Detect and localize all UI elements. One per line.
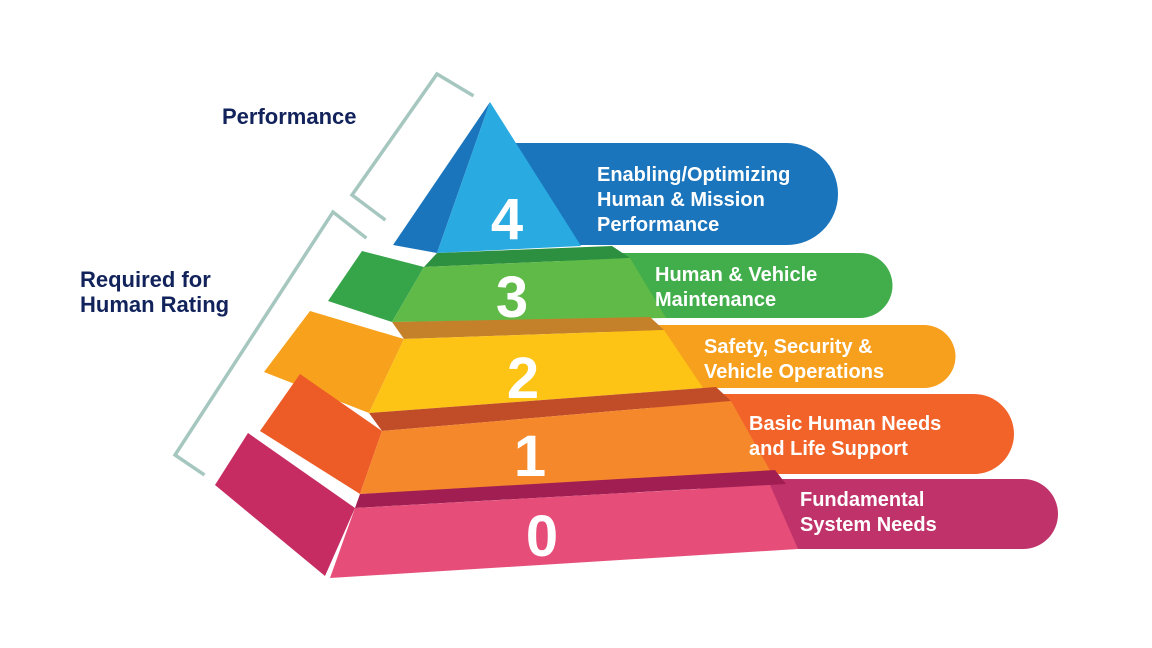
required-annotation-line-2: Human Rating bbox=[80, 292, 229, 317]
level-2-band bbox=[608, 325, 956, 388]
performance-annotation-label: Performance bbox=[222, 104, 357, 129]
level-0-top-strip bbox=[355, 470, 786, 508]
level-2-top-strip bbox=[392, 317, 664, 339]
required-annotation-line-1: Required for bbox=[80, 267, 211, 292]
level-4-left-face bbox=[393, 102, 490, 253]
level-2: 2 Safety, Security & Vehicle Operations bbox=[264, 311, 956, 413]
level-0-front-face bbox=[330, 485, 798, 578]
level-1-top-strip bbox=[369, 387, 731, 431]
level-0: 0 Fundamental System Needs bbox=[215, 433, 1058, 578]
level-1: 1 Basic Human Needs and Life Support bbox=[260, 374, 1014, 494]
performance-bracket bbox=[349, 71, 475, 222]
level-1-label-line-1: Basic Human Needs bbox=[749, 413, 941, 435]
human-rating-bracket bbox=[172, 209, 368, 477]
level-3: 3 Human & Vehicle Maintenance bbox=[328, 246, 893, 330]
level-4-band bbox=[516, 143, 838, 245]
level-2-front-face bbox=[369, 330, 703, 413]
level-1-number: 1 bbox=[514, 424, 546, 489]
level-1-front-face bbox=[360, 401, 772, 494]
level-0-number: 0 bbox=[526, 504, 558, 569]
level-3-label-line-2: Maintenance bbox=[655, 289, 776, 311]
level-4-number: 4 bbox=[491, 187, 523, 252]
level-2-label-line-2: Vehicle Operations bbox=[704, 361, 884, 383]
level-1-left-face bbox=[260, 374, 382, 494]
level-2-number: 2 bbox=[507, 346, 539, 411]
level-3-front-face bbox=[392, 258, 666, 322]
level-3-number: 3 bbox=[496, 265, 528, 330]
level-2-left-face bbox=[264, 311, 404, 413]
level-1-label-line-2: and Life Support bbox=[749, 438, 908, 460]
level-3-left-face bbox=[328, 251, 424, 322]
level-3-top-strip bbox=[424, 246, 630, 267]
level-4: 4 Enabling/Optimizing Human & Mission Pe… bbox=[393, 102, 838, 253]
level-0-label-line-1: Fundamental bbox=[800, 489, 924, 511]
annotations: Performance Required for Human Rating bbox=[80, 71, 475, 477]
level-2-label-line-1: Safety, Security & bbox=[704, 336, 873, 358]
level-4-front-face bbox=[437, 102, 581, 253]
level-0-label-line-2: System Needs bbox=[800, 514, 937, 536]
level-3-label-line-1: Human & Vehicle bbox=[655, 264, 817, 286]
level-0-left-face bbox=[215, 433, 355, 576]
level-4-label-line-1: Enabling/Optimizing bbox=[597, 164, 790, 186]
level-4-label-line-3: Performance bbox=[597, 214, 719, 236]
level-4-label-line-2: Human & Mission bbox=[597, 189, 765, 211]
